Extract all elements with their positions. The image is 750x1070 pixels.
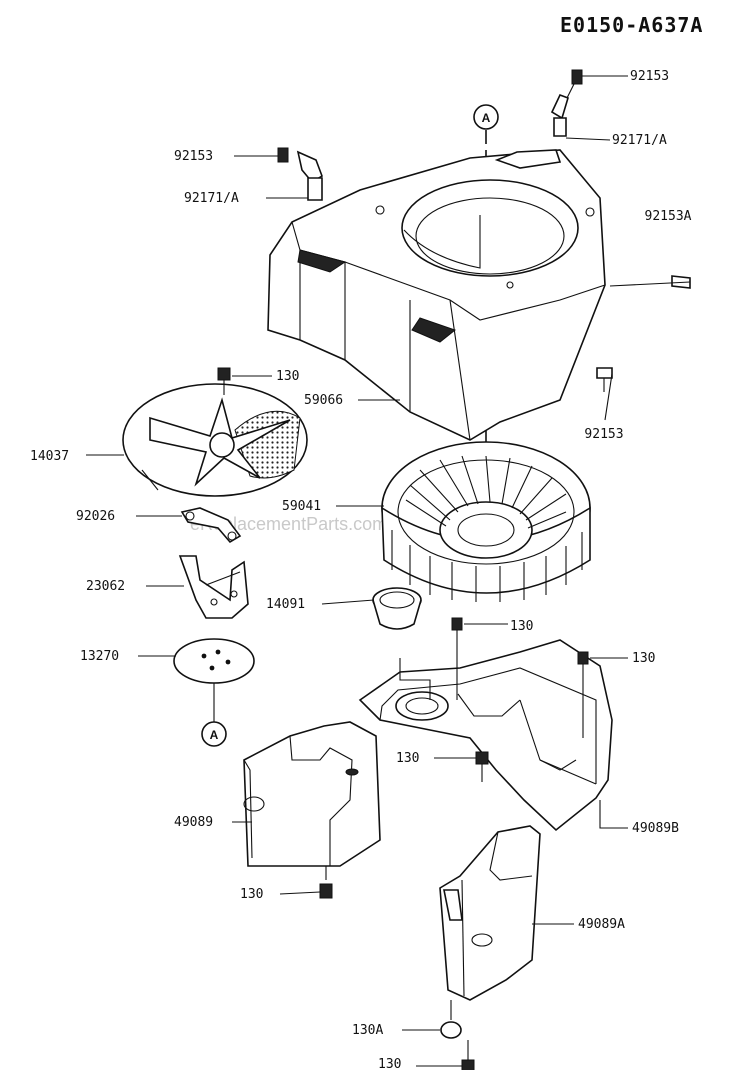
label-130-screen: 130 [276,369,299,384]
label-130-right: 130 [632,651,655,666]
label-92153a: 92153A [645,209,692,224]
clip-92171a-left [296,150,323,201]
clip-92171a-right [550,93,569,137]
leader-lines [86,75,691,1067]
bolt-92153-top [565,69,583,101]
watermark-text: eReplacementParts.com [190,514,387,534]
label-14037: 14037 [30,449,69,464]
label-92026: 92026 [76,509,115,524]
label-59066: 59066 [304,393,343,408]
label-49089: 49089 [174,815,213,830]
label-49089a: 49089A [578,917,625,932]
label-130-bottom-left: 130 [240,887,263,902]
bolt-130a [440,1000,462,1039]
callout-a-lower: A [201,721,227,747]
label-92153-left: 92153 [174,149,213,164]
plate-13270 [173,638,255,684]
filter-cup-14091 [372,587,422,630]
label-49089b: 49089B [632,821,679,836]
bolt-130-screen [217,367,231,395]
blower-housing-59066 [267,149,606,441]
cover-49089b [358,639,613,832]
label-130-bottom: 130 [378,1057,401,1070]
drawing-code: E0150-A637A [560,13,703,37]
bolt-92153-lower [596,367,613,392]
bracket-23062 [178,555,249,619]
label-59041: 59041 [282,499,321,514]
svg-text:A: A [210,728,219,742]
label-92171a-right: 92171/A [612,133,667,148]
screen-14037 [122,383,308,497]
callout-a-top: A [473,104,499,130]
bolt-130-bottom-left [319,866,333,899]
label-14091: 14091 [266,597,305,612]
label-130-center: 130 [396,751,419,766]
cover-49089 [243,721,381,867]
bolt-130-center [475,751,489,782]
label-23062: 23062 [86,579,125,594]
label-92153-top: 92153 [630,69,669,84]
fan-59041 [381,441,591,602]
label-130a: 130A [352,1023,383,1038]
label-92171a-left: 92171/A [184,191,239,206]
label-130-mid: 130 [510,619,533,634]
cover-49089a [439,825,541,1001]
bolt-92153-left [277,147,289,163]
svg-text:A: A [482,111,491,125]
bolt-130-bottom [461,1040,475,1070]
bolt-130-mid [451,617,463,700]
bolt-130-right [577,651,589,738]
clip-92026 [180,507,242,544]
label-92153-lower: 92153 [584,427,623,442]
label-13270: 13270 [80,649,119,664]
